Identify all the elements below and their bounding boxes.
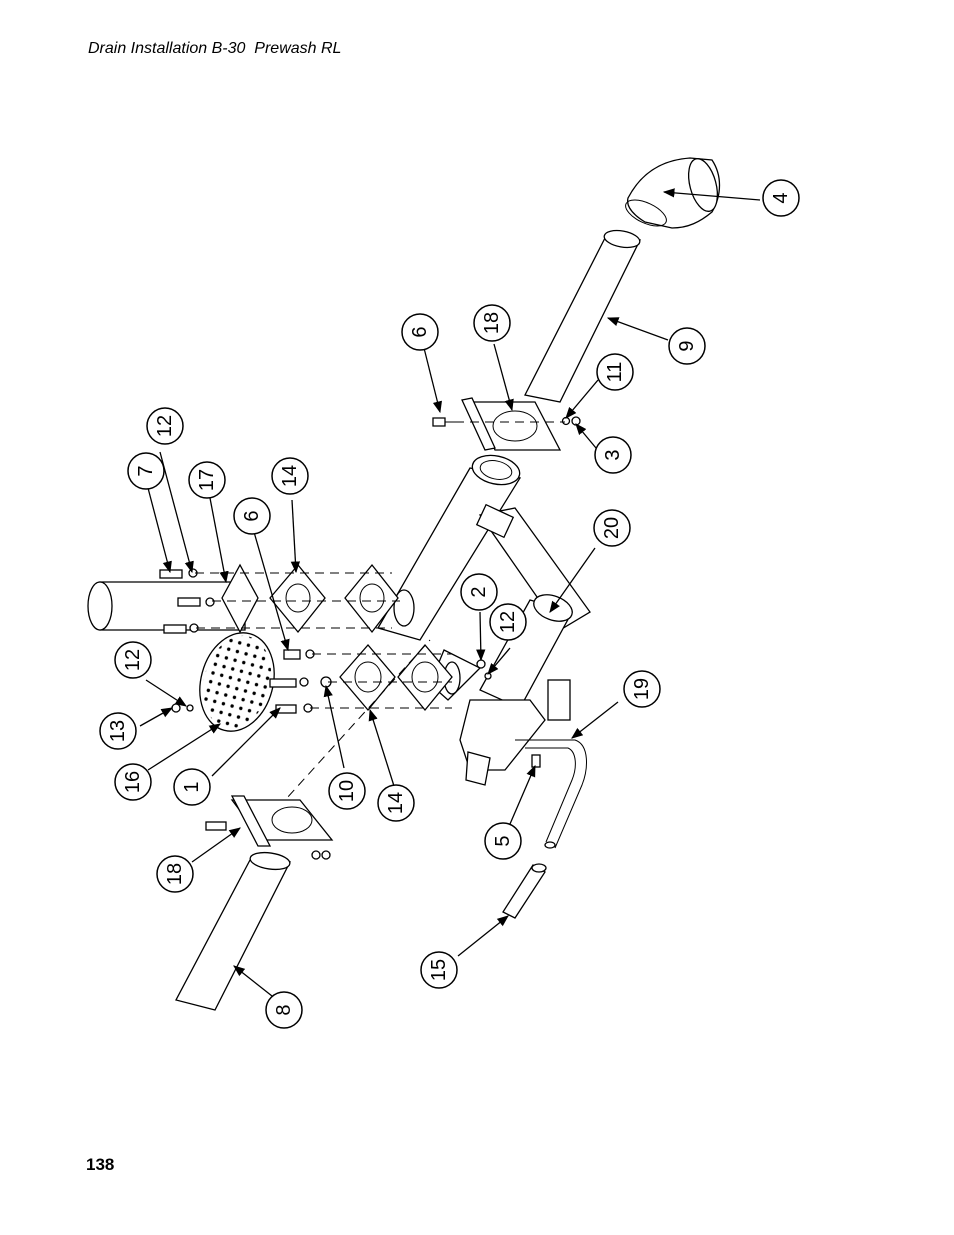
callout-circle [594,436,632,474]
hose-sleeve [502,863,547,919]
callout-15: 15 [420,951,458,989]
callout-circle [401,313,439,351]
callout-label: 6 [241,510,263,521]
lower-pipe [175,851,292,1011]
callout-label: 6 [409,326,431,337]
callout-14: 14 [271,457,309,495]
callout-circle [596,353,634,391]
callout-1: 1 [173,768,211,806]
page-header-title: Drain Installation B-30 Prewash RL [88,40,342,57]
callout-11: 11 [596,353,634,391]
callout-circle [156,855,194,893]
callout-circle [489,603,527,641]
callout-circle [484,822,522,860]
callout-label: 11 [604,362,626,383]
callout-19: 19 [623,670,661,708]
leader-lines [139,188,761,997]
callout-label: 9 [676,340,698,351]
callout-circle [271,457,309,495]
callout-circle [473,304,511,342]
elbow-fitting [625,157,721,229]
upper-flanges [269,563,399,634]
callout-label: 12 [122,649,144,671]
callout-label: 10 [336,780,358,802]
fastener-hardware [159,568,541,768]
callout-circle [593,509,631,547]
callout-14: 14 [377,784,415,822]
callout-16: 16 [114,763,152,801]
callout-label: 12 [154,415,176,437]
strainer-plate [199,632,275,732]
callout-label: 2 [468,586,490,597]
callout-9: 9 [668,327,706,365]
callout-label: 20 [601,517,623,539]
drain-hose [515,739,587,849]
callout-label: 12 [497,611,519,633]
callout-circle [265,991,303,1029]
callout-10: 10 [328,772,366,810]
callout-label: 18 [164,863,186,885]
callout-circle [328,772,366,810]
callout-18: 18 [156,855,194,893]
callout-circle [146,407,184,445]
callout-label: 5 [492,835,514,846]
flanged-pipe [87,563,259,634]
upper-bracket [432,397,581,451]
callout-circle [233,497,271,535]
callout-circle [668,327,706,365]
callout-3: 3 [594,436,632,474]
callout-label: 4 [770,192,792,203]
callout-bubbles: 4 9 6 18 11 3 12 7 17 14 6 20 2 12 12 13 16 1 10 14 19 5 18 15 8 [99,179,800,1029]
callout-label: 8 [273,1004,295,1015]
callout-7: 7 [127,452,165,490]
callout-label: 3 [602,449,624,460]
callout-circle [762,179,800,217]
callout-circle [114,763,152,801]
callout-20: 20 [593,509,631,547]
page-number: 138 [86,1155,115,1174]
callout-circle [420,951,458,989]
main-pipe-assembly [377,454,591,786]
callout-label: 7 [135,465,157,476]
callout-12: 12 [489,603,527,641]
callout-label: 14 [279,465,301,487]
callout-5: 5 [484,822,522,860]
callout-label: 18 [481,312,503,334]
callout-6: 6 [401,313,439,351]
callout-4: 4 [762,179,800,217]
callout-17: 17 [188,461,226,499]
callout-6: 6 [233,497,271,535]
lower-flanges [339,643,453,712]
callout-12: 12 [146,407,184,445]
callout-label: 14 [385,792,407,814]
callout-circle [114,641,152,679]
callout-circle [188,461,226,499]
callout-circle [99,712,137,750]
callout-18: 18 [473,304,511,342]
callout-circle [173,768,211,806]
callout-circle [127,452,165,490]
lower-bracket [205,795,334,860]
callout-12: 12 [114,641,152,679]
callout-label: 17 [196,469,218,491]
callout-2: 2 [460,573,498,611]
callout-label: 15 [428,959,450,981]
callout-circle [623,670,661,708]
callout-label: 19 [631,678,653,700]
callout-13: 13 [99,712,137,750]
callout-circle [377,784,415,822]
callout-label: 13 [107,720,129,742]
upper-pipe [524,229,642,403]
callout-label: 1 [181,781,203,792]
callout-8: 8 [265,991,303,1029]
callout-label: 16 [122,771,144,793]
callout-circle [460,573,498,611]
